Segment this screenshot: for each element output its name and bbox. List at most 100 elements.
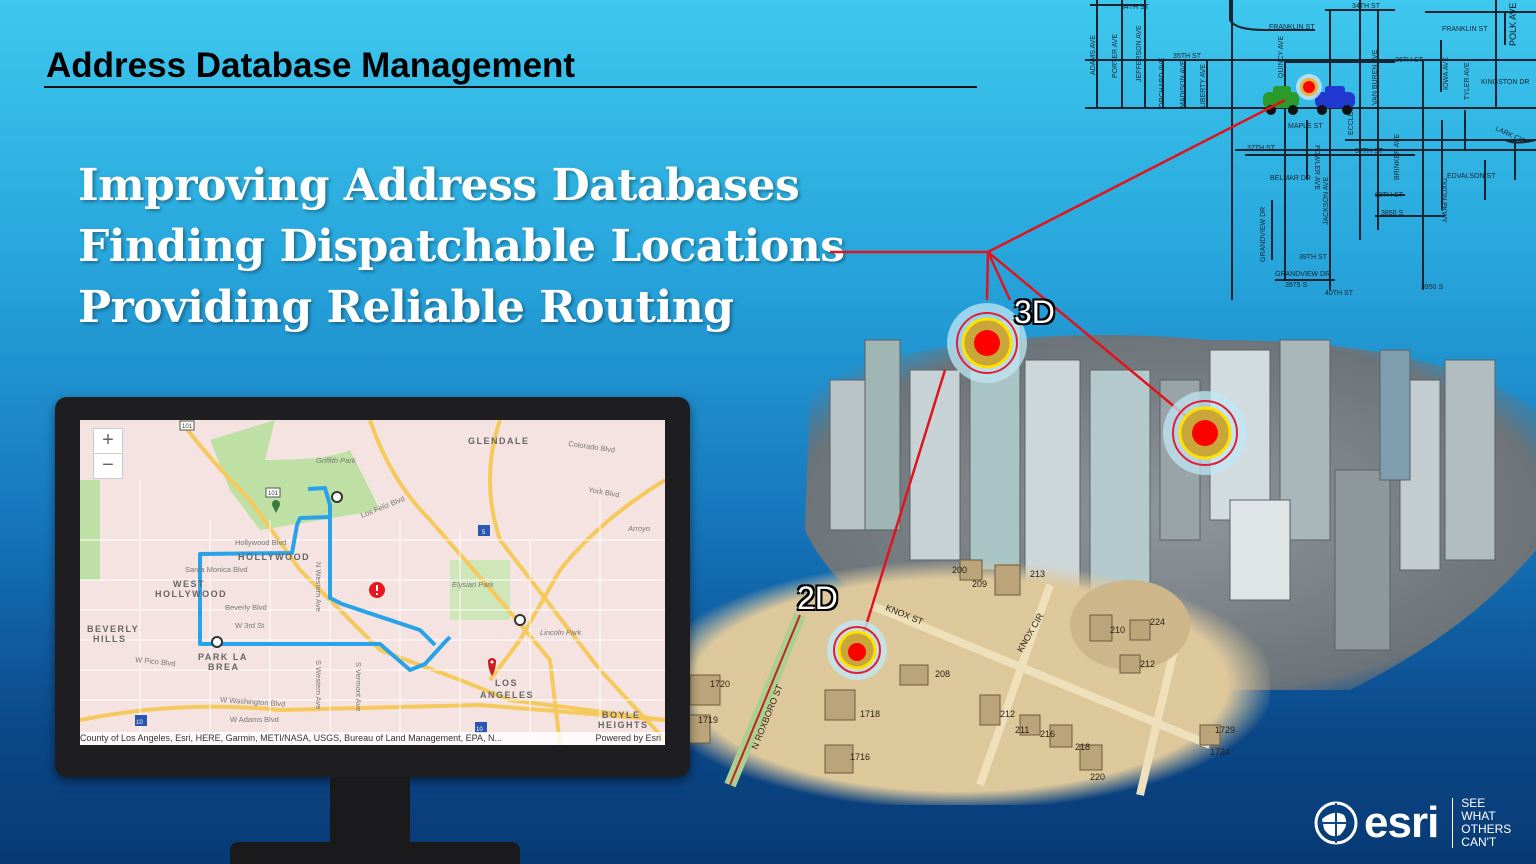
svg-text:IOWA AVE: IOWA AVE: [1443, 57, 1450, 90]
svg-text:ADAMS AVE: ADAMS AVE: [1090, 35, 1097, 75]
highway-shields: 101 101 5 10 10: [135, 420, 490, 733]
svg-text:BELMAR DR: BELMAR DR: [1270, 175, 1311, 182]
svg-text:HILLS: HILLS: [93, 634, 127, 644]
svg-text:PARK LA: PARK LA: [198, 652, 248, 662]
svg-text:MADISON AVE: MADISON AVE: [1180, 60, 1187, 108]
svg-text:1716: 1716: [850, 752, 870, 762]
svg-text:212: 212: [1000, 709, 1015, 719]
incident-marker-3d-2: [1163, 391, 1247, 475]
svg-text:LIBERTY AVE: LIBERTY AVE: [1200, 64, 1207, 108]
zoom-in-button[interactable]: +: [93, 428, 123, 454]
svg-text:35TH ST: 35TH ST: [1173, 53, 1202, 60]
polk-ave-label: POLK AVE: [1508, 3, 1518, 46]
monitor-base: [230, 842, 520, 864]
origin-pin-icon: [272, 500, 280, 513]
powered-by-esri[interactable]: Powered by Esri: [595, 733, 661, 743]
svg-text:JEFFERSON AVE: JEFFERSON AVE: [1136, 25, 1143, 82]
alert-icon: [369, 582, 385, 598]
svg-text:Elysian Park: Elysian Park: [452, 580, 495, 589]
svg-text:Beverly Blvd: Beverly Blvd: [225, 603, 267, 612]
svg-text:220: 220: [1090, 772, 1105, 782]
svg-text:1729: 1729: [1215, 725, 1235, 735]
svg-text:JACKSON AVE: JACKSON AVE: [1323, 177, 1330, 225]
title-underline: [44, 86, 977, 88]
bullet-3: Providing Reliable Routing: [78, 282, 734, 333]
svg-text:LOS: LOS: [495, 678, 518, 688]
svg-text:1724: 1724: [1210, 747, 1230, 757]
svg-text:3950 S: 3950 S: [1421, 284, 1444, 291]
svg-text:HEIGHTS: HEIGHTS: [598, 720, 649, 730]
svg-text:PORTER AVE: PORTER AVE: [1112, 34, 1119, 78]
monitor-stand: [330, 777, 410, 847]
web-map[interactable]: GLENDALE HOLLYWOOD WEST HOLLYWOOD BEVERL…: [80, 420, 665, 745]
svg-text:Santa Monica Blvd: Santa Monica Blvd: [185, 565, 248, 574]
svg-text:101: 101: [182, 424, 193, 430]
svg-text:ANGELES: ANGELES: [480, 690, 534, 700]
svg-text:BRINKER AVE: BRINKER AVE: [1394, 134, 1401, 180]
svg-text:1720: 1720: [710, 679, 730, 689]
svg-text:10: 10: [476, 727, 483, 733]
parcel-2d-map: N ROXBORO ST KNOX CIR KNOX ST 200 209 21…: [650, 559, 1270, 805]
svg-text:101: 101: [268, 491, 279, 497]
svg-text:Hollywood Blvd: Hollywood Blvd: [235, 538, 286, 547]
street-map: 34TH ST FRANKLIN ST 34TH ST FRANKLIN ST …: [1085, 0, 1536, 300]
label-3d: 3D: [1014, 294, 1055, 330]
place-labels: GLENDALE HOLLYWOOD WEST HOLLYWOOD BEVERL…: [87, 436, 649, 730]
svg-text:200: 200: [952, 565, 967, 575]
svg-text:1719: 1719: [698, 715, 718, 725]
svg-text:York Blvd: York Blvd: [588, 485, 620, 499]
svg-text:210: 210: [1110, 625, 1125, 635]
svg-text:W 3rd St: W 3rd St: [235, 621, 265, 630]
street-name-labels: Colorado Blvd Griffith Park York Blvd Lo…: [135, 439, 650, 724]
svg-text:34TH ST: 34TH ST: [1352, 3, 1381, 10]
svg-text:FOWLER AVE: FOWLER AVE: [1313, 145, 1320, 190]
slide-title: Address Database Management: [46, 46, 576, 85]
svg-text:TYLER AVE: TYLER AVE: [1464, 62, 1471, 100]
svg-text:36TH ST: 36TH ST: [1395, 57, 1424, 64]
svg-text:ECCLES: ECCLES: [1348, 107, 1355, 135]
svg-text:GLENDALE: GLENDALE: [468, 436, 530, 446]
svg-text:WEST: WEST: [173, 579, 205, 589]
svg-text:1718: 1718: [860, 709, 880, 719]
svg-text:GRANDVIEW DR: GRANDVIEW DR: [1275, 271, 1330, 278]
svg-text:209: 209: [972, 579, 987, 589]
zoom-out-button[interactable]: −: [93, 453, 123, 479]
svg-text:Lincoln Park: Lincoln Park: [540, 628, 583, 637]
incident-marker-3d-1: [947, 303, 1027, 383]
svg-text:3850 S: 3850 S: [1381, 210, 1404, 217]
incident-marker-2d: [827, 620, 887, 680]
svg-text:3975 S: 3975 S: [1285, 282, 1308, 289]
svg-text:DIXON PKWY: DIXON PKWY: [1440, 178, 1447, 223]
svg-text:216: 216: [1040, 729, 1055, 739]
svg-text:S Western Ave: S Western Ave: [314, 660, 323, 709]
svg-text:HOLLYWOOD: HOLLYWOOD: [238, 552, 310, 562]
label-2d: 2D: [797, 580, 838, 616]
svg-text:BOYLE: BOYLE: [602, 710, 641, 720]
svg-text:38TH ST: 38TH ST: [1375, 192, 1404, 199]
svg-text:40TH ST: 40TH ST: [1325, 290, 1354, 297]
svg-text:Griffith Park: Griffith Park: [316, 456, 357, 465]
svg-text:39TH ST: 39TH ST: [1299, 254, 1328, 261]
svg-text:213: 213: [1030, 569, 1045, 579]
svg-text:208: 208: [935, 669, 950, 679]
attribution-text: County of Los Angeles, Esri, HERE, Garmi…: [80, 733, 503, 743]
svg-text:N Western Ave: N Western Ave: [314, 562, 323, 612]
svg-text:S Vermont Ave: S Vermont Ave: [354, 662, 363, 711]
svg-text:10: 10: [136, 720, 143, 726]
svg-text:HOLLYWOOD: HOLLYWOOD: [155, 589, 227, 599]
svg-text:W Adams Blvd: W Adams Blvd: [230, 715, 279, 724]
svg-text:37TH ST: 37TH ST: [1247, 145, 1276, 152]
svg-text:212: 212: [1140, 659, 1155, 669]
bullet-1: Improving Address Databases: [78, 160, 800, 211]
esri-wordmark: esri: [1364, 798, 1439, 847]
svg-text:GRANDVIEW DR: GRANDVIEW DR: [1260, 207, 1267, 262]
svg-text:37TH ST: 37TH ST: [1355, 148, 1384, 155]
svg-text:34TH ST: 34TH ST: [1121, 4, 1150, 11]
globe-icon: [1314, 801, 1358, 845]
svg-text:FRANKLIN ST: FRANKLIN ST: [1442, 26, 1488, 33]
map-attribution: County of Los Angeles, Esri, HERE, Garmi…: [80, 732, 665, 745]
svg-text:QUINCY AVE: QUINCY AVE: [1278, 36, 1285, 78]
